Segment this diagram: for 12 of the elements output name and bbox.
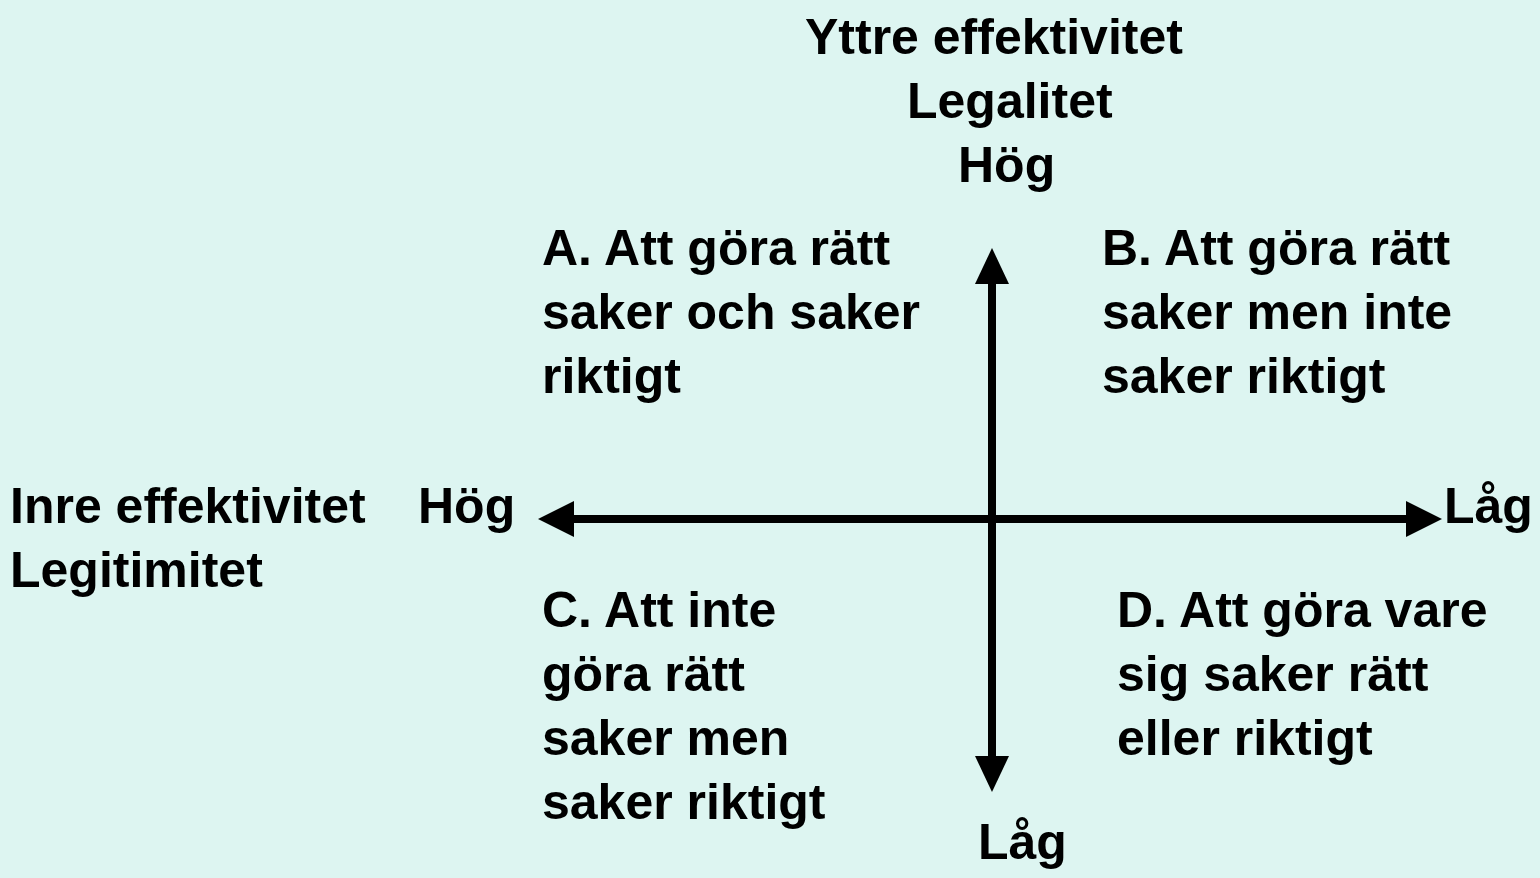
axis-end-label: Låg: [1444, 477, 1533, 536]
axis-end-label: Hög: [418, 477, 516, 536]
axis-title: Inre effektivitet: [10, 477, 366, 536]
axis-end-label: Låg: [978, 813, 1067, 872]
quadrant-label: C. Att inte göra rätt saker men saker riktigt: [542, 581, 827, 832]
axis-title: Legalitet: [907, 72, 1113, 131]
axis-end-label: Hög: [958, 136, 1056, 195]
axis-title: Yttre effektivitet: [805, 8, 1183, 67]
quadrant-label: A. Att göra rätt saker och saker riktigt: [542, 219, 922, 406]
axis-title: Legitimitet: [10, 541, 263, 600]
quadrant-label: D. Att göra vare sig saker rätt eller riktigt: [1117, 581, 1489, 768]
quadrant-label: B. Att göra rätt saker men inte saker riktigt: [1102, 219, 1454, 406]
